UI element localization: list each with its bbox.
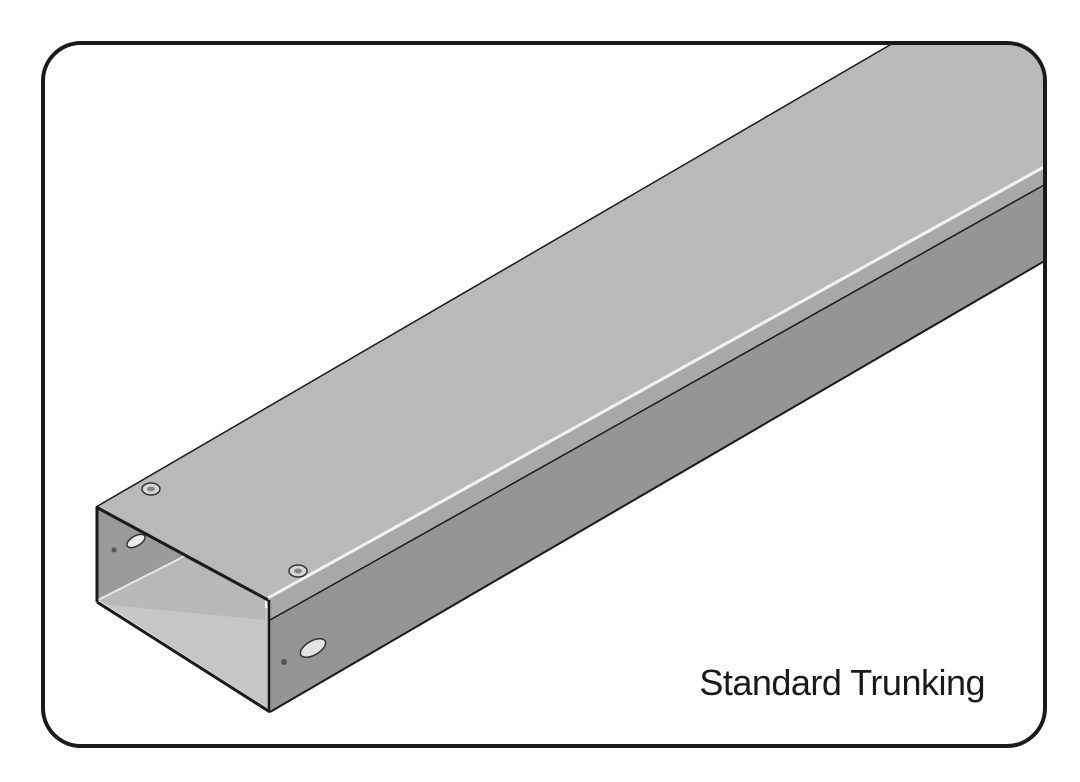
screw-icon xyxy=(288,564,308,578)
slot-hole xyxy=(299,637,327,659)
side-wall xyxy=(270,185,1043,712)
trunking-illustration xyxy=(95,45,1043,714)
slot-hole xyxy=(126,533,146,549)
lid-lip xyxy=(266,169,1043,620)
figure-caption: Standard Trunking xyxy=(699,662,985,703)
screw-icon xyxy=(141,482,161,496)
illustration-frame: Standard Trunking xyxy=(41,41,1047,748)
lid-top xyxy=(96,45,1043,598)
